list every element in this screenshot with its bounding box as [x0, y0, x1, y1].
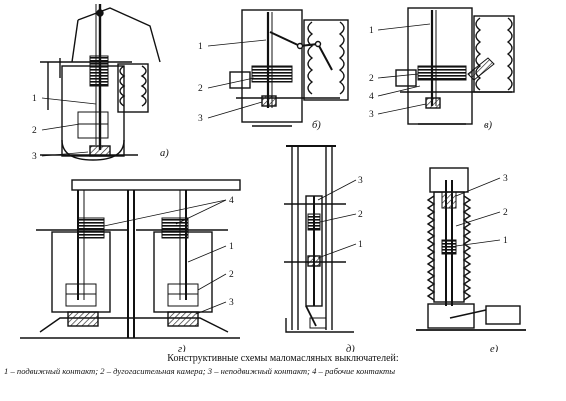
callout-g-4: 4	[229, 196, 234, 206]
label-d: д)	[346, 344, 355, 352]
callout-d-3: 3	[358, 176, 363, 186]
label-a: а)	[160, 148, 169, 159]
diagram-a	[40, 4, 161, 161]
callout-v-3: 3	[369, 110, 374, 120]
callout-a-1: 1	[32, 94, 37, 104]
diagram-b	[207, 9, 349, 127]
callout-e-2: 2	[503, 208, 508, 218]
callout-b-2: 2	[198, 84, 203, 94]
label-v: в)	[484, 120, 493, 131]
callout-g-1: 1	[229, 242, 234, 252]
callout-d-2: 2	[358, 210, 363, 220]
callout-e-1: 1	[503, 236, 508, 246]
figure-caption: Конструктивные схемы маломасляных выключ…	[167, 353, 399, 364]
label-b: б)	[312, 120, 321, 131]
label-g: г)	[178, 344, 186, 352]
label-e: е)	[490, 344, 499, 352]
callout-a-2: 2	[32, 126, 37, 136]
diagram-g	[20, 179, 241, 339]
callout-b-3: 3	[198, 114, 203, 124]
callout-e-3: 3	[503, 174, 508, 184]
callout-g-2: 2	[229, 270, 234, 280]
callout-v-4: 4	[369, 92, 374, 102]
callout-v-2: 2	[369, 74, 374, 84]
figure-legend: 1 – подвижный контакт; 2 – дугогасительн…	[4, 366, 396, 376]
breaker-schematics-figure: 1 2 3 а) 1 2 3 б)	[20, 4, 526, 352]
callout-b-1: 1	[198, 42, 203, 52]
callout-d-1: 1	[358, 240, 363, 250]
callout-g-3: 3	[229, 298, 234, 308]
diagram-d	[284, 145, 357, 333]
callout-a-3: 3	[32, 152, 37, 162]
diagram-v	[377, 7, 515, 125]
diagram-e	[416, 167, 526, 331]
callout-v-1: 1	[369, 26, 374, 36]
